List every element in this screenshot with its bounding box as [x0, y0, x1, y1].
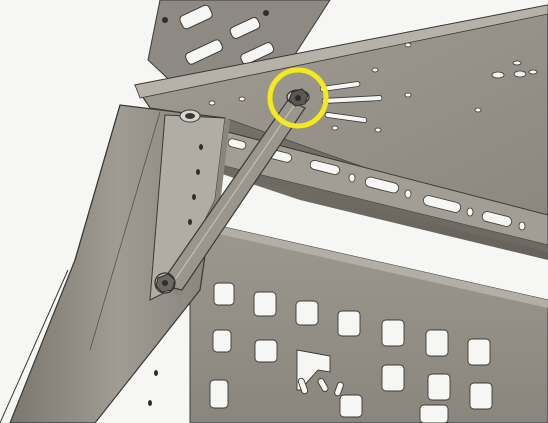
lower-bolt: [154, 272, 176, 294]
perforated-crossbar: [219, 129, 548, 252]
leg-edge-line: [0, 269, 69, 423]
highlight-circle: [267, 67, 329, 129]
top-bolt: [286, 88, 310, 107]
top-plate: [134, 4, 548, 216]
perforated-side-panel: [189, 224, 548, 423]
